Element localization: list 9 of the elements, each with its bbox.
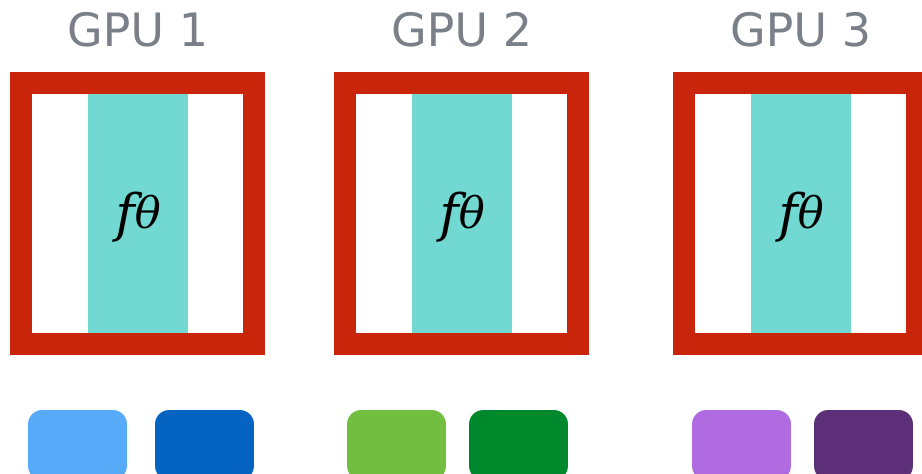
data-batch-block xyxy=(347,410,446,474)
data-batch-block xyxy=(28,410,127,474)
gpu-label: GPU 3 xyxy=(729,2,872,59)
data-batch-block xyxy=(155,410,254,474)
gpu-label: GPU 1 xyxy=(66,2,209,59)
gpu-label: GPU 2 xyxy=(390,2,533,59)
data-batch-block xyxy=(692,410,791,474)
data-batch-block xyxy=(814,410,913,474)
data-batch-block xyxy=(469,410,568,474)
